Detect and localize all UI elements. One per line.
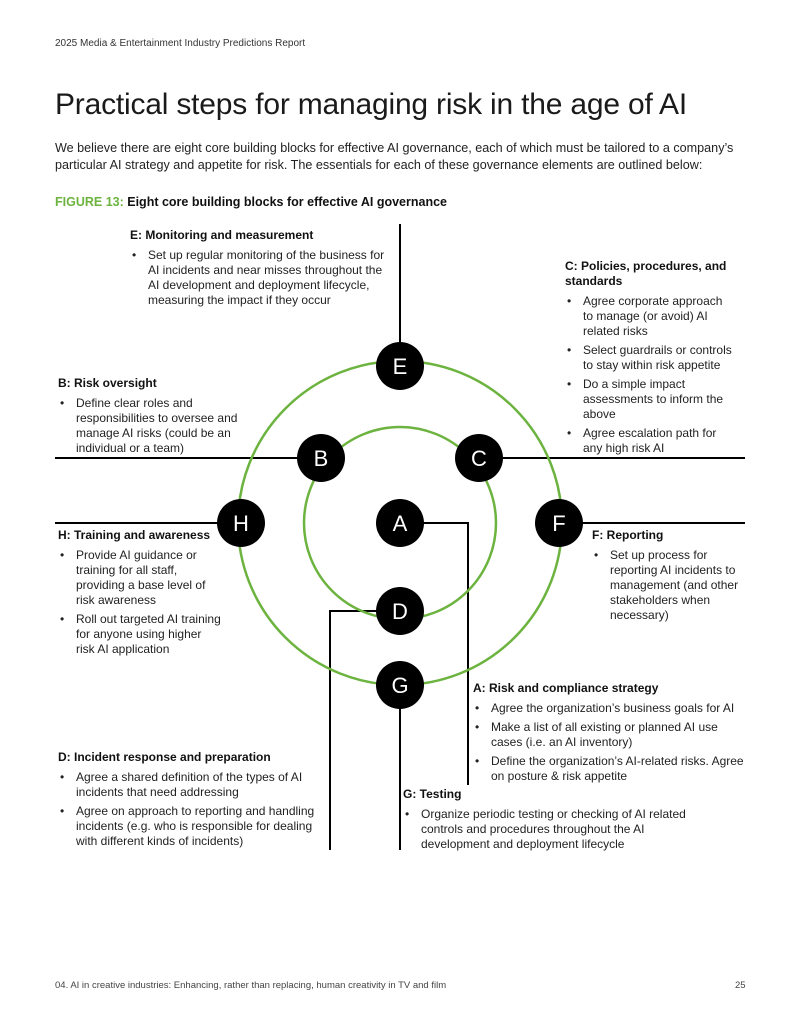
footer-section: 04. AI in creative industries: Enhancing… xyxy=(55,980,447,991)
connector-a xyxy=(418,522,469,785)
block-f-bullets: Set up process for reporting AI incident… xyxy=(592,548,742,623)
block-b-bullet-1: Define clear roles and responsibilities … xyxy=(58,396,243,456)
block-c-title: C: Policies, procedures, and standards xyxy=(565,259,727,288)
node-c-letter: C xyxy=(471,446,487,471)
block-a-title: A: Risk and compliance strategy xyxy=(473,681,659,695)
block-c-policies: C: Policies, procedures, and standards A… xyxy=(565,259,735,460)
node-e-letter: E xyxy=(393,354,408,379)
figure-caption-text: Eight core building blocks for effective… xyxy=(127,195,447,209)
node-b xyxy=(297,434,345,482)
block-a-strategy: A: Risk and compliance strategy Agree th… xyxy=(473,681,745,788)
block-h-bullets: Provide AI guidance or training for all … xyxy=(58,548,223,657)
node-f-letter: F xyxy=(552,511,565,536)
block-g-bullet-1: Organize periodic testing or checking of… xyxy=(403,807,703,852)
block-a-bullet-3: Define the organization’s AI-related ris… xyxy=(473,754,745,784)
connector-d xyxy=(329,610,380,850)
node-b-letter: B xyxy=(314,446,329,471)
node-h xyxy=(217,499,265,547)
block-e-bullets: Set up regular monitoring of the busines… xyxy=(130,248,395,308)
block-c-bullet-2: Select guardrails or controls to stay wi… xyxy=(565,343,735,373)
block-h-bullet-2: Roll out targeted AI training for anyone… xyxy=(58,612,223,657)
page-title: Practical steps for managing risk in the… xyxy=(55,88,687,121)
figure-label: FIGURE 13: xyxy=(55,195,124,209)
block-d-title: D: Incident response and preparation xyxy=(58,750,271,764)
block-e-bullet-1: Set up regular monitoring of the busines… xyxy=(130,248,395,308)
node-e xyxy=(376,342,424,390)
block-g-testing: G: Testing Organize periodic testing or … xyxy=(403,787,703,856)
node-d xyxy=(376,587,424,635)
intro-paragraph: We believe there are eight core building… xyxy=(55,141,734,172)
figure-caption: FIGURE 13: Eight core building blocks fo… xyxy=(55,195,447,209)
block-h-training: H: Training and awareness Provide AI gui… xyxy=(58,528,223,661)
block-a-bullet-1: Agree the organization’s business goals … xyxy=(473,701,745,716)
block-b-title: B: Risk oversight xyxy=(58,376,157,390)
page-number: 25 xyxy=(735,980,746,991)
node-f xyxy=(535,499,583,547)
block-a-bullets: Agree the organization’s business goals … xyxy=(473,701,745,784)
block-e-title: E: Monitoring and measurement xyxy=(130,228,314,242)
block-h-bullet-1: Provide AI guidance or training for all … xyxy=(58,548,223,608)
node-g-letter: G xyxy=(391,673,408,698)
block-b-oversight: B: Risk oversight Define clear roles and… xyxy=(58,376,243,460)
node-a xyxy=(376,499,424,547)
node-a-letter: A xyxy=(393,511,408,536)
block-f-title: F: Reporting xyxy=(592,528,664,542)
node-h-letter: H xyxy=(233,511,249,536)
block-h-title: H: Training and awareness xyxy=(58,528,211,542)
block-d-bullets: Agree a shared definition of the types o… xyxy=(58,770,323,849)
block-c-bullet-4: Agree escalation path for any high risk … xyxy=(565,426,735,456)
node-g xyxy=(376,661,424,709)
block-g-title: G: Testing xyxy=(403,787,462,801)
block-c-bullet-3: Do a simple impact assessments to inform… xyxy=(565,377,735,422)
block-c-bullet-1: Agree corporate approach to manage (or a… xyxy=(565,294,735,339)
block-d-bullet-2: Agree on approach to reporting and handl… xyxy=(58,804,323,849)
block-c-bullets: Agree corporate approach to manage (or a… xyxy=(565,294,735,456)
node-c xyxy=(455,434,503,482)
block-f-reporting: F: Reporting Set up process for reportin… xyxy=(592,528,742,627)
diagram-nodes: A B C D E F G H xyxy=(217,342,583,709)
block-b-bullets: Define clear roles and responsibilities … xyxy=(58,396,243,456)
block-d-incident: D: Incident response and preparation Agr… xyxy=(58,750,323,853)
block-g-bullets: Organize periodic testing or checking of… xyxy=(403,807,703,852)
report-header: 2025 Media & Entertainment Industry Pred… xyxy=(55,38,306,49)
block-e-monitoring: E: Monitoring and measurement Set up reg… xyxy=(130,228,395,312)
node-d-letter: D xyxy=(392,599,408,624)
block-f-bullet-1: Set up process for reporting AI incident… xyxy=(592,548,742,623)
block-d-bullet-1: Agree a shared definition of the types o… xyxy=(58,770,323,800)
block-a-bullet-2: Make a list of all existing or planned A… xyxy=(473,720,745,750)
